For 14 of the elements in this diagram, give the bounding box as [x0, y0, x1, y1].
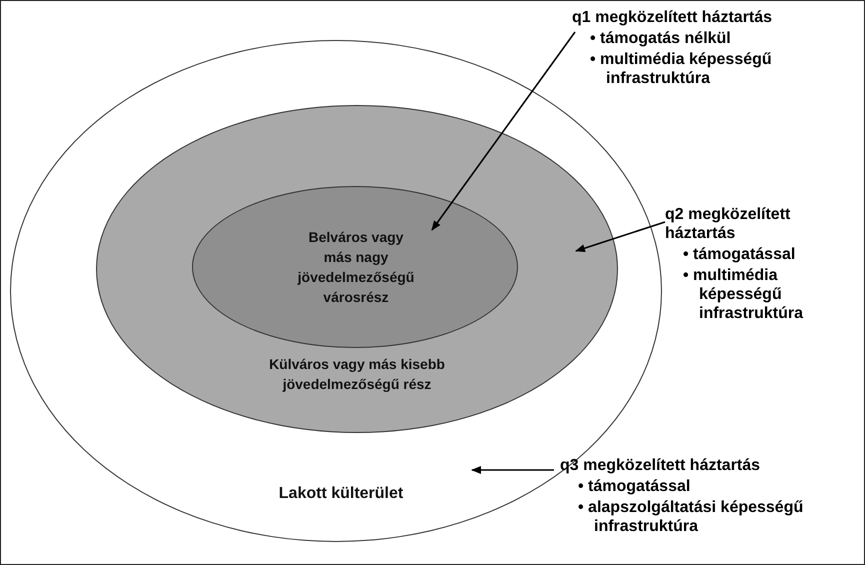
- zone-label: Külváros vagy más kisebb jövedelmezőségű rész: [268, 355, 446, 394]
- bullet-item: • támogatással: [683, 245, 796, 264]
- bullet-item: • multimédia képességű infrastruktúra: [590, 50, 773, 88]
- callout-heading: q2 megközelített háztartás: [665, 205, 792, 243]
- bullet-item: • multimédia képességű infrastruktúra: [683, 266, 804, 323]
- callout-heading: q1 megközelített háztartás: [572, 8, 774, 27]
- zone-label: Belváros vagy más nagy jövedelmezőségű városrész: [296, 228, 416, 307]
- bullet-item: • alapszolgáltatási képességű infrastruktúra: [578, 498, 804, 536]
- arrow: [575, 221, 666, 252]
- arrow: [431, 32, 576, 231]
- bullet-item: • támogatással: [578, 477, 692, 496]
- arrow: [471, 466, 554, 474]
- bullet-item: • támogatás nélkül: [590, 29, 732, 48]
- zone-label: Lakott külterület: [278, 484, 404, 504]
